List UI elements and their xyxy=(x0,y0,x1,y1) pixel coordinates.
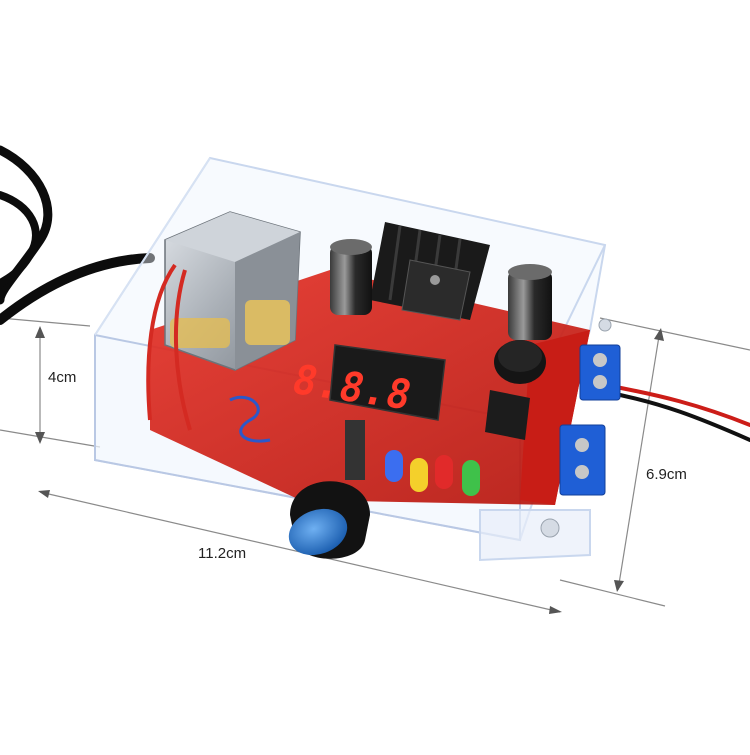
height-dimension-label: 4cm xyxy=(48,369,77,386)
terminal-blocks xyxy=(559,344,621,496)
potentiometer-knob xyxy=(288,420,370,559)
capacitor-right xyxy=(508,264,552,340)
heatsink xyxy=(370,222,490,321)
width-dimension-label: 6.9cm xyxy=(646,466,687,483)
power-cable xyxy=(0,145,155,325)
output-wires xyxy=(603,383,750,442)
led-indicators xyxy=(385,450,480,496)
transformer-wires xyxy=(146,263,192,431)
dimension-arrowheads xyxy=(35,326,664,614)
capacitor-left xyxy=(330,239,372,315)
buzzer xyxy=(494,340,546,384)
seven-segment-display: 8.8.8 xyxy=(287,344,446,421)
length-dimension-label: 11.2cm xyxy=(198,545,247,562)
ic-chip xyxy=(485,390,530,440)
blue-wires xyxy=(229,395,271,443)
transformer xyxy=(164,211,301,371)
